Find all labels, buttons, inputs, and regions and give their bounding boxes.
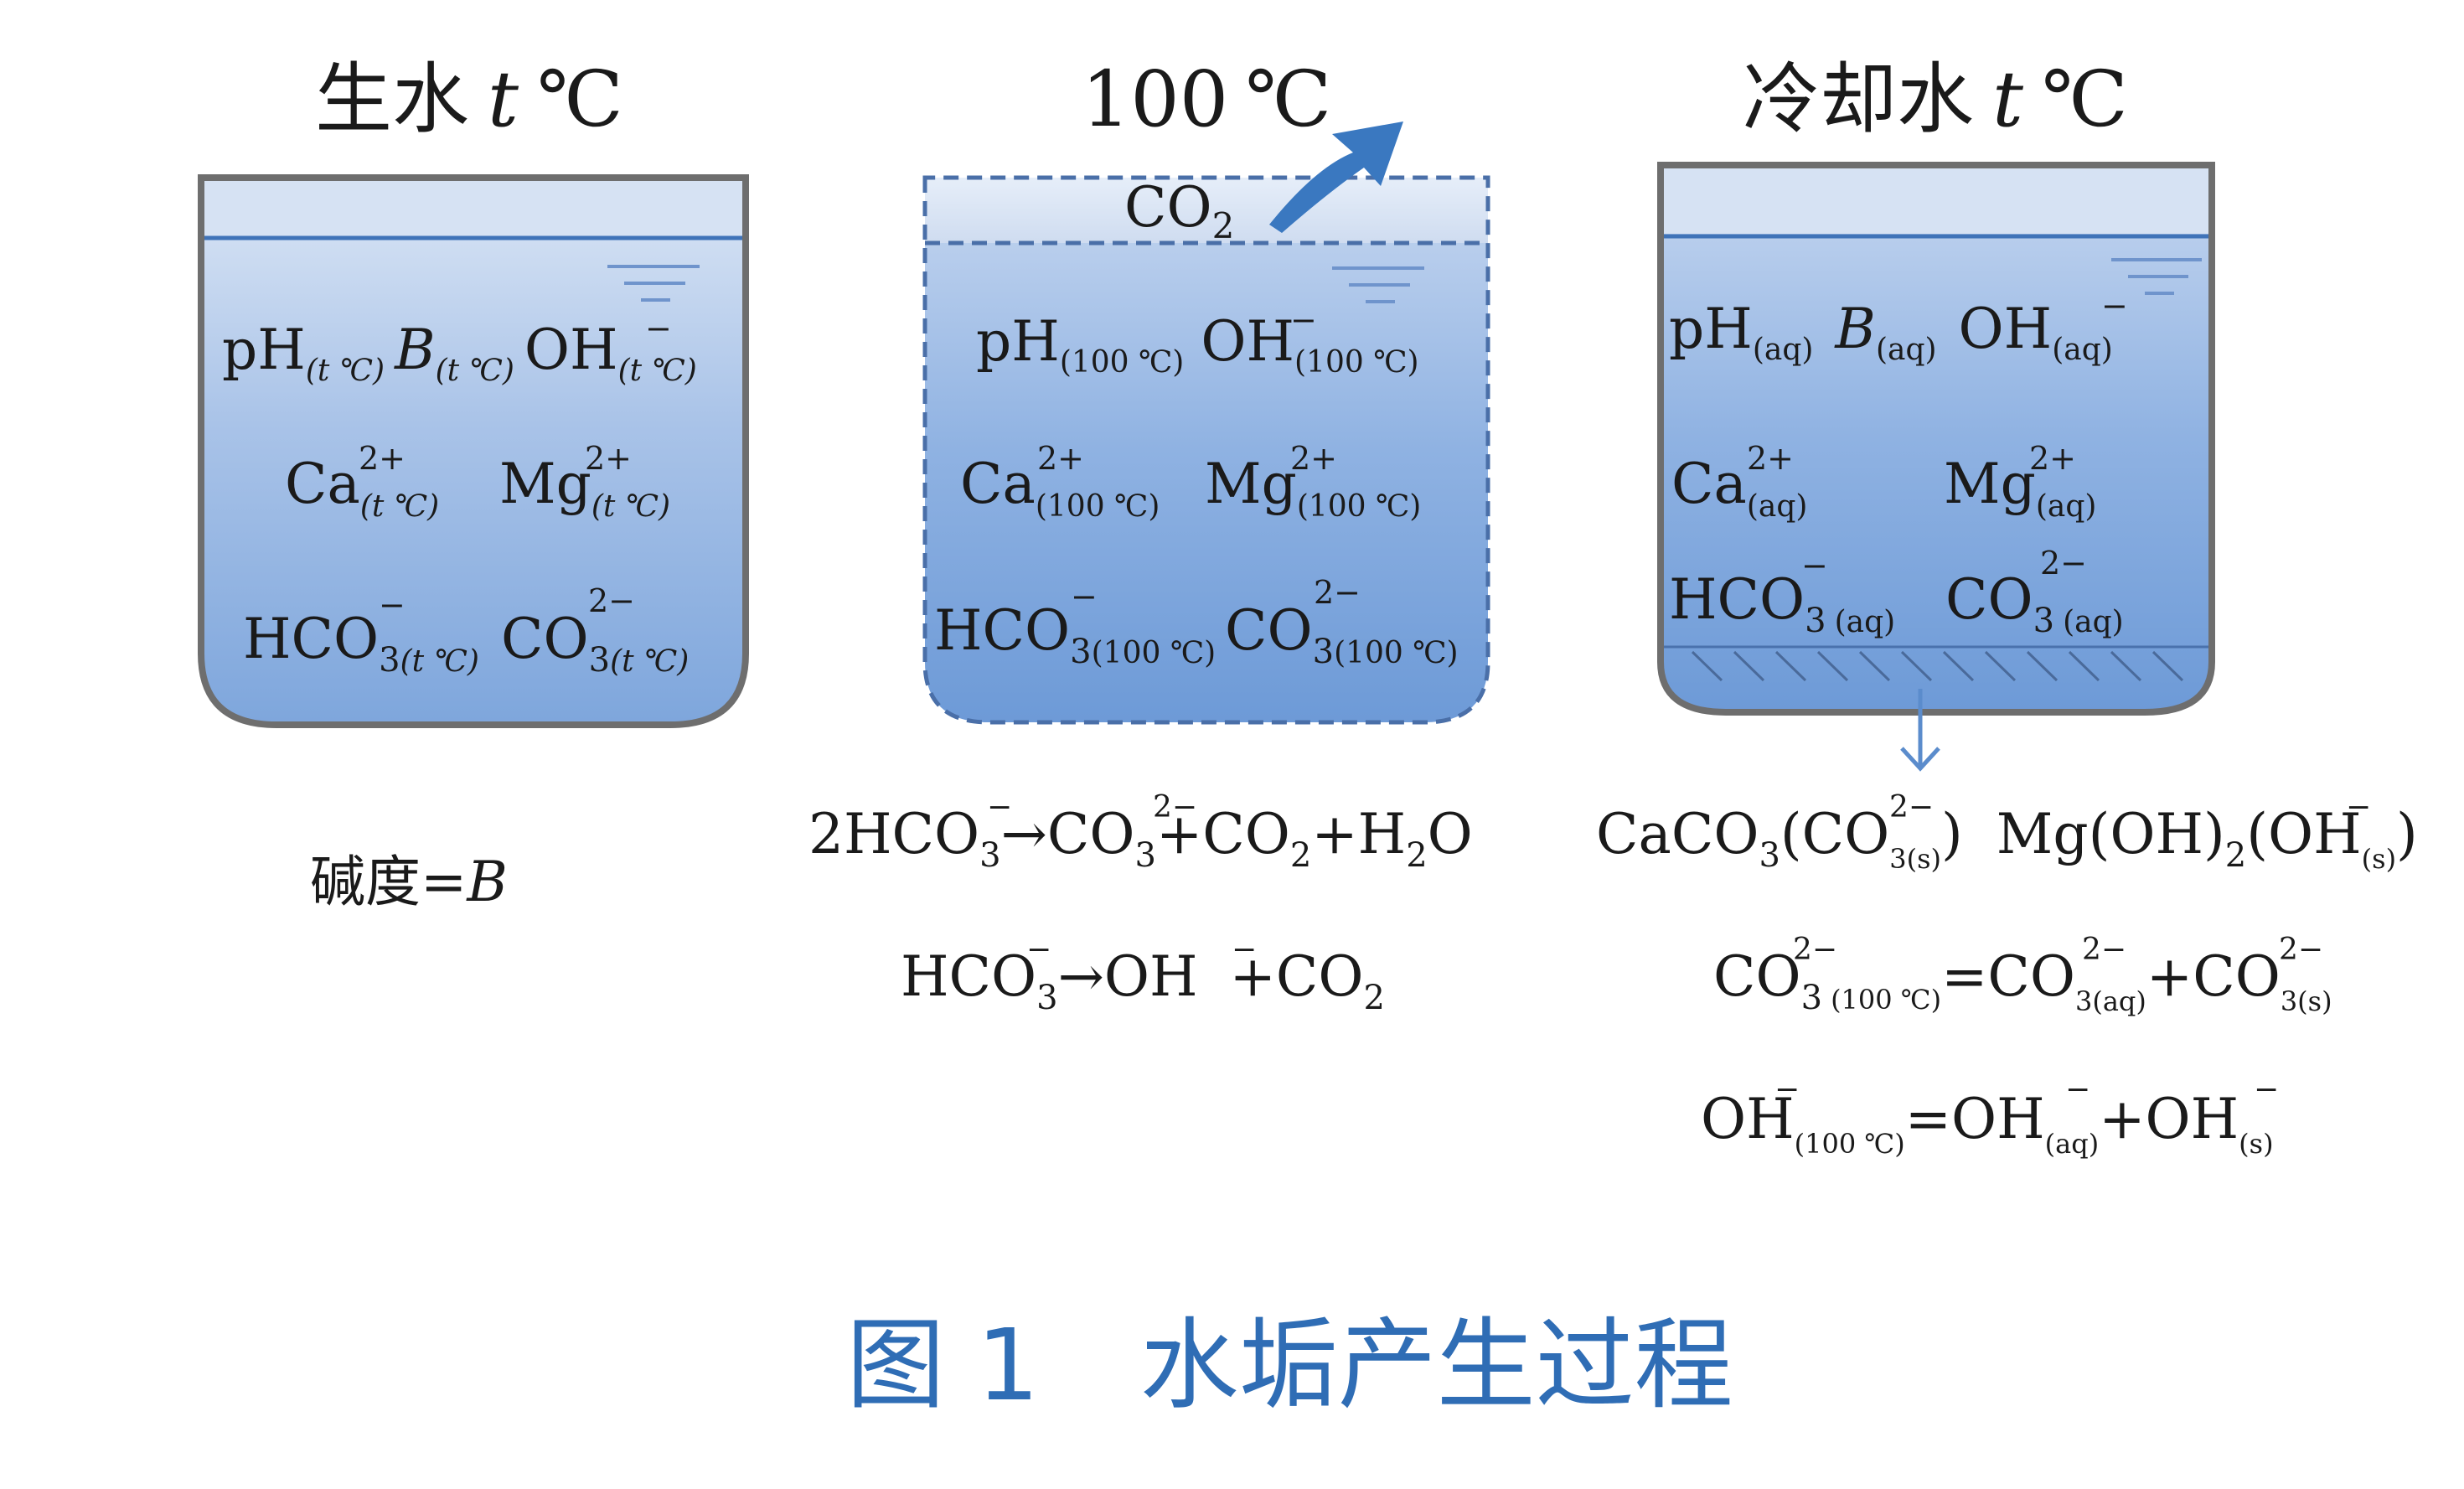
ion-hco3-charge: − [379, 587, 406, 623]
ion-oh-100-sup: − [1290, 302, 1317, 339]
ion-hco3-100-charge: − [1071, 578, 1098, 615]
figure-number: 图 1 [846, 1307, 1040, 1423]
container-cool [1657, 162, 2215, 772]
sediment-hatching [1691, 650, 2184, 682]
eq4-charge-b: 2− [2082, 933, 2126, 967]
water-level-icon [1332, 266, 1424, 303]
water-level-icon [607, 265, 700, 302]
eq2-charge-a: − [1026, 933, 1051, 967]
ion-mg-100-charge: 2+ [1290, 440, 1337, 477]
ion-ca-aq: Ca(aq) [1671, 452, 1807, 524]
ion-hco3-aq: HCO3(aq) [1669, 567, 1895, 640]
ions-100: pH(100 ℃)OH(100 ℃) − Ca(100 ℃) 2+ Mg(100… [934, 302, 1459, 671]
co2-gas-label: CO2 [1124, 175, 1234, 246]
eq1-charge-a: − [987, 790, 1012, 825]
eq2-charge-b: − [1232, 933, 1257, 967]
ion-hco3-aq-charge: − [1801, 547, 1828, 584]
ion-hco3: HCO3(t ℃) [243, 607, 479, 680]
eq5-charge-b: − [2065, 1073, 2090, 1107]
equation-carbonate-split: CO3(100 ℃)=CO3(aq)+CO3(s) [1713, 944, 2332, 1017]
eq4-charge-c: 2− [2279, 933, 2323, 967]
ion-ca-charge: 2+ [359, 440, 406, 477]
ion-mg-charge: 2+ [585, 440, 632, 477]
ion-ca: Ca(t ℃) [285, 452, 439, 524]
eq5-charge-c: − [2254, 1073, 2279, 1107]
ion-hco3-100: HCO3(100 ℃) [934, 598, 1216, 671]
container-100: CO2 [922, 121, 1490, 725]
ion-ph-aq: pH(aq)B(aq)OH(aq) [1669, 297, 2113, 367]
ion-ph: pH(t ℃)B(t ℃)OH(t ℃) [222, 318, 697, 388]
eq4-charge-a: 2− [1793, 933, 1837, 967]
ion-oh-sup: − [645, 310, 672, 347]
eq3-charge-a: 2− [1889, 790, 1934, 825]
equation-hydroxide-split: OH(100 ℃)=OH(aq)+OH(s) [1701, 1087, 2274, 1160]
eq5-charge-a: − [1774, 1073, 1800, 1107]
ion-ca-aq-charge: 2+ [1747, 440, 1794, 477]
equation-bicarbonate-decomp: 2HCO3→CO3+CO2+H2O [808, 802, 1473, 875]
equation-precipitates: CaCO3(CO3(s))Mg(OH)2(OH(s)) [1596, 802, 2418, 875]
ion-co3-aq-charge: 2− [2040, 545, 2087, 582]
ion-mg-aq: Mg(aq) [1944, 452, 2096, 524]
figure-caption: 图 1 水垢产生过程 [846, 1307, 1733, 1423]
ion-ca-100-charge: 2+ [1037, 440, 1084, 477]
water-level-icon [2111, 258, 2202, 295]
eq1-charge-b: 2− [1153, 790, 1197, 825]
ion-mg-100: Mg(100 ℃) [1205, 452, 1421, 524]
ion-ca-100: Ca(100 ℃) [960, 452, 1160, 524]
ions-raw: pH(t ℃)B(t ℃)OH(t ℃) − Ca(t ℃) 2+ Mg(t ℃… [222, 310, 697, 680]
figure-title: 水垢产生过程 [1140, 1307, 1733, 1423]
eq3-charge-b: − [2346, 790, 2371, 825]
co2-escape-arrow [1269, 121, 1403, 233]
ion-co3-100: CO3(100 ℃) [1225, 598, 1459, 671]
container-title-100: 100℃ [1082, 54, 1332, 144]
alkalinity-label: 碱度=B [310, 850, 508, 914]
ions-cool: pH(aq)B(aq)OH(aq) − Ca(aq) 2+ Mg(aq) 2+ … [1669, 287, 2128, 640]
ion-co3-aq: CO3(aq) [1945, 567, 2124, 640]
ion-mg-aq-charge: 2+ [2029, 440, 2076, 477]
ion-ph-100: pH(100 ℃)OH(100 ℃) [976, 309, 1419, 380]
ion-co3-100-charge: 2− [1314, 574, 1361, 611]
ion-oh-aq-sup: − [2101, 287, 2128, 324]
ion-co3-charge: 2− [588, 582, 635, 619]
precipitate-arrow [1900, 689, 1940, 772]
equation-bicarbonate-oh: HCO3→OH+CO2 [901, 944, 1385, 1017]
container-raw [198, 174, 749, 728]
ion-co3: CO3(t ℃) [501, 607, 689, 680]
ion-mg: Mg(t ℃) [499, 452, 670, 524]
